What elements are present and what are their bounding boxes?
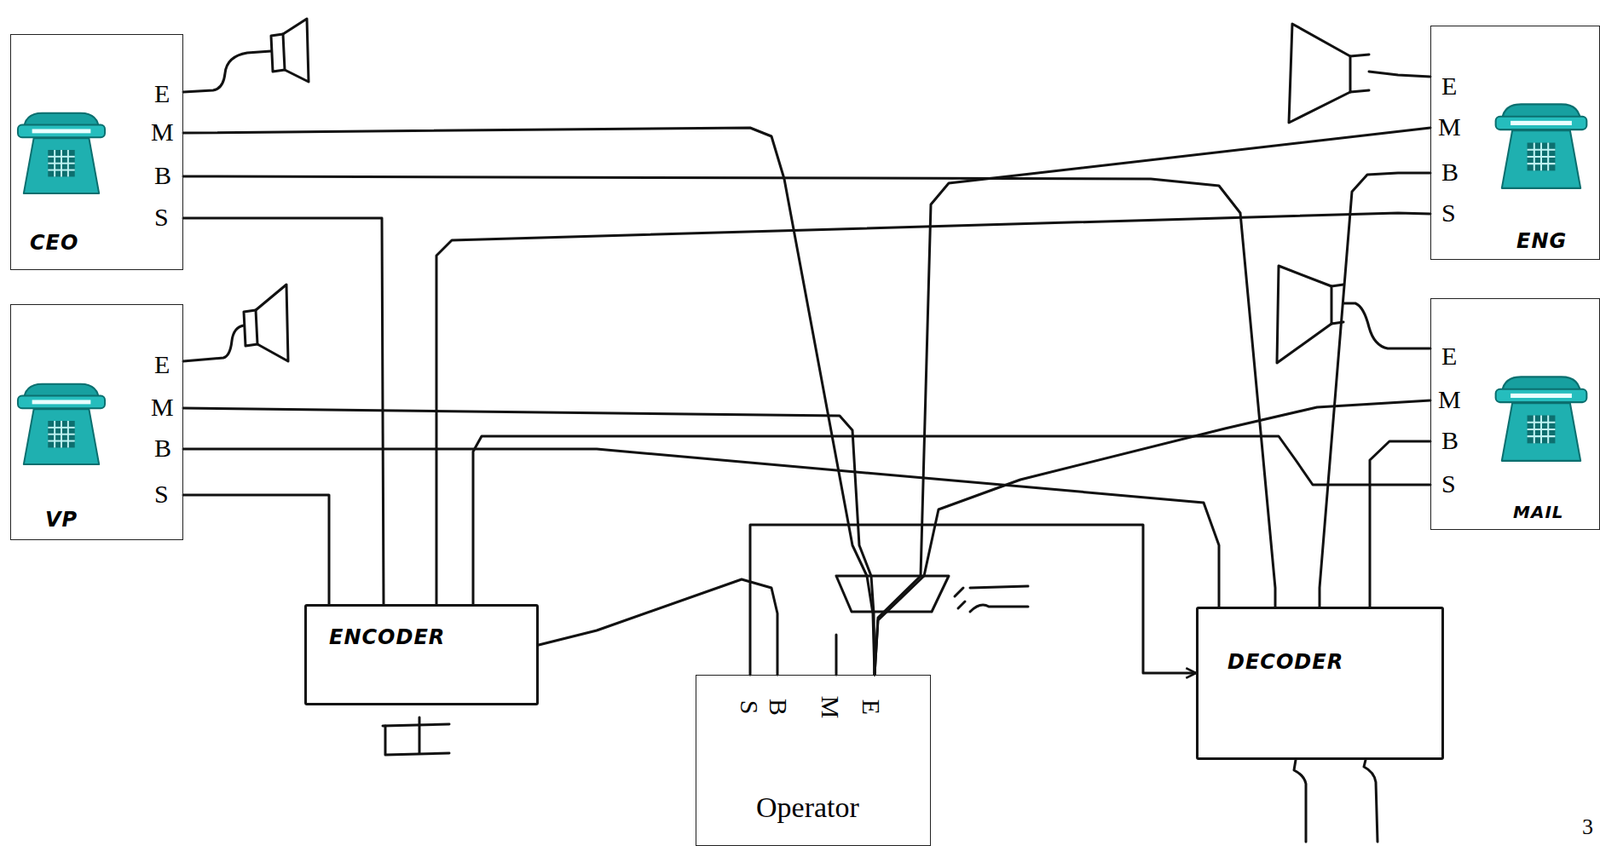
pin-label: S xyxy=(1441,200,1456,226)
box-label: DECODER xyxy=(1227,652,1344,673)
phone-icon xyxy=(17,384,105,465)
operator-box: SB ME Operator xyxy=(695,675,931,846)
speaker-symbol xyxy=(183,18,309,93)
pin-label: B xyxy=(1441,159,1459,185)
wire xyxy=(874,400,1431,676)
pin-label: E xyxy=(154,352,170,378)
pin-stub xyxy=(835,635,838,676)
pin-label: B xyxy=(1441,427,1459,454)
pin-label: B xyxy=(154,435,172,462)
phone-icon xyxy=(1496,376,1588,462)
pin-label: B xyxy=(765,698,792,717)
phone-icons xyxy=(17,103,1587,465)
encoder-box: ENCODER xyxy=(304,604,539,706)
phone-icon xyxy=(1496,103,1588,189)
pin-label: M xyxy=(1438,387,1462,413)
speaker-symbol xyxy=(1288,23,1431,123)
pin-label: E xyxy=(1441,73,1457,99)
wire xyxy=(183,449,1219,607)
pin-label: M xyxy=(1438,114,1462,140)
box-label: VP xyxy=(45,509,78,531)
pin-label: M xyxy=(150,394,174,421)
page-number: 3 xyxy=(1582,816,1594,839)
pin-label: E xyxy=(858,699,884,716)
phone-icon xyxy=(17,113,105,194)
wire xyxy=(473,436,1431,605)
output-stub xyxy=(1293,760,1378,843)
pin-label: S xyxy=(736,700,763,716)
box-label: ENCODER xyxy=(329,627,445,648)
wire xyxy=(1369,441,1431,607)
wire xyxy=(436,213,1431,605)
wire xyxy=(750,525,1196,676)
pin-label: E xyxy=(1441,343,1457,370)
wire xyxy=(183,176,1276,607)
pin-label: E xyxy=(154,80,170,107)
phone-box: EMBS ENG xyxy=(1430,25,1600,260)
speaker-symbol xyxy=(836,576,1029,613)
pin-label: S xyxy=(154,204,169,231)
decoder-box: DECODER xyxy=(1195,606,1445,761)
box-label: MAIL xyxy=(1513,503,1565,521)
wire xyxy=(183,127,875,676)
speaker-symbol xyxy=(183,284,289,362)
wire xyxy=(1319,173,1431,607)
phone-box: EMBS MAIL xyxy=(1430,298,1600,531)
pin-label: S xyxy=(1441,471,1456,497)
wire xyxy=(538,579,778,676)
pin-label: M xyxy=(817,696,844,720)
box-label: ENG xyxy=(1516,231,1567,252)
box-label: Operator xyxy=(756,793,860,823)
phone-box: EMBS VP xyxy=(10,304,184,541)
wire xyxy=(874,127,1431,676)
phone-box: EMBS CEO xyxy=(10,34,184,271)
wire xyxy=(183,495,330,605)
pin-label: B xyxy=(154,162,172,189)
pin-label: S xyxy=(154,481,169,508)
pin-label: M xyxy=(150,119,174,145)
key-symbol xyxy=(382,717,450,756)
box-label: CEO xyxy=(29,232,79,254)
speaker-symbol xyxy=(1276,265,1431,364)
